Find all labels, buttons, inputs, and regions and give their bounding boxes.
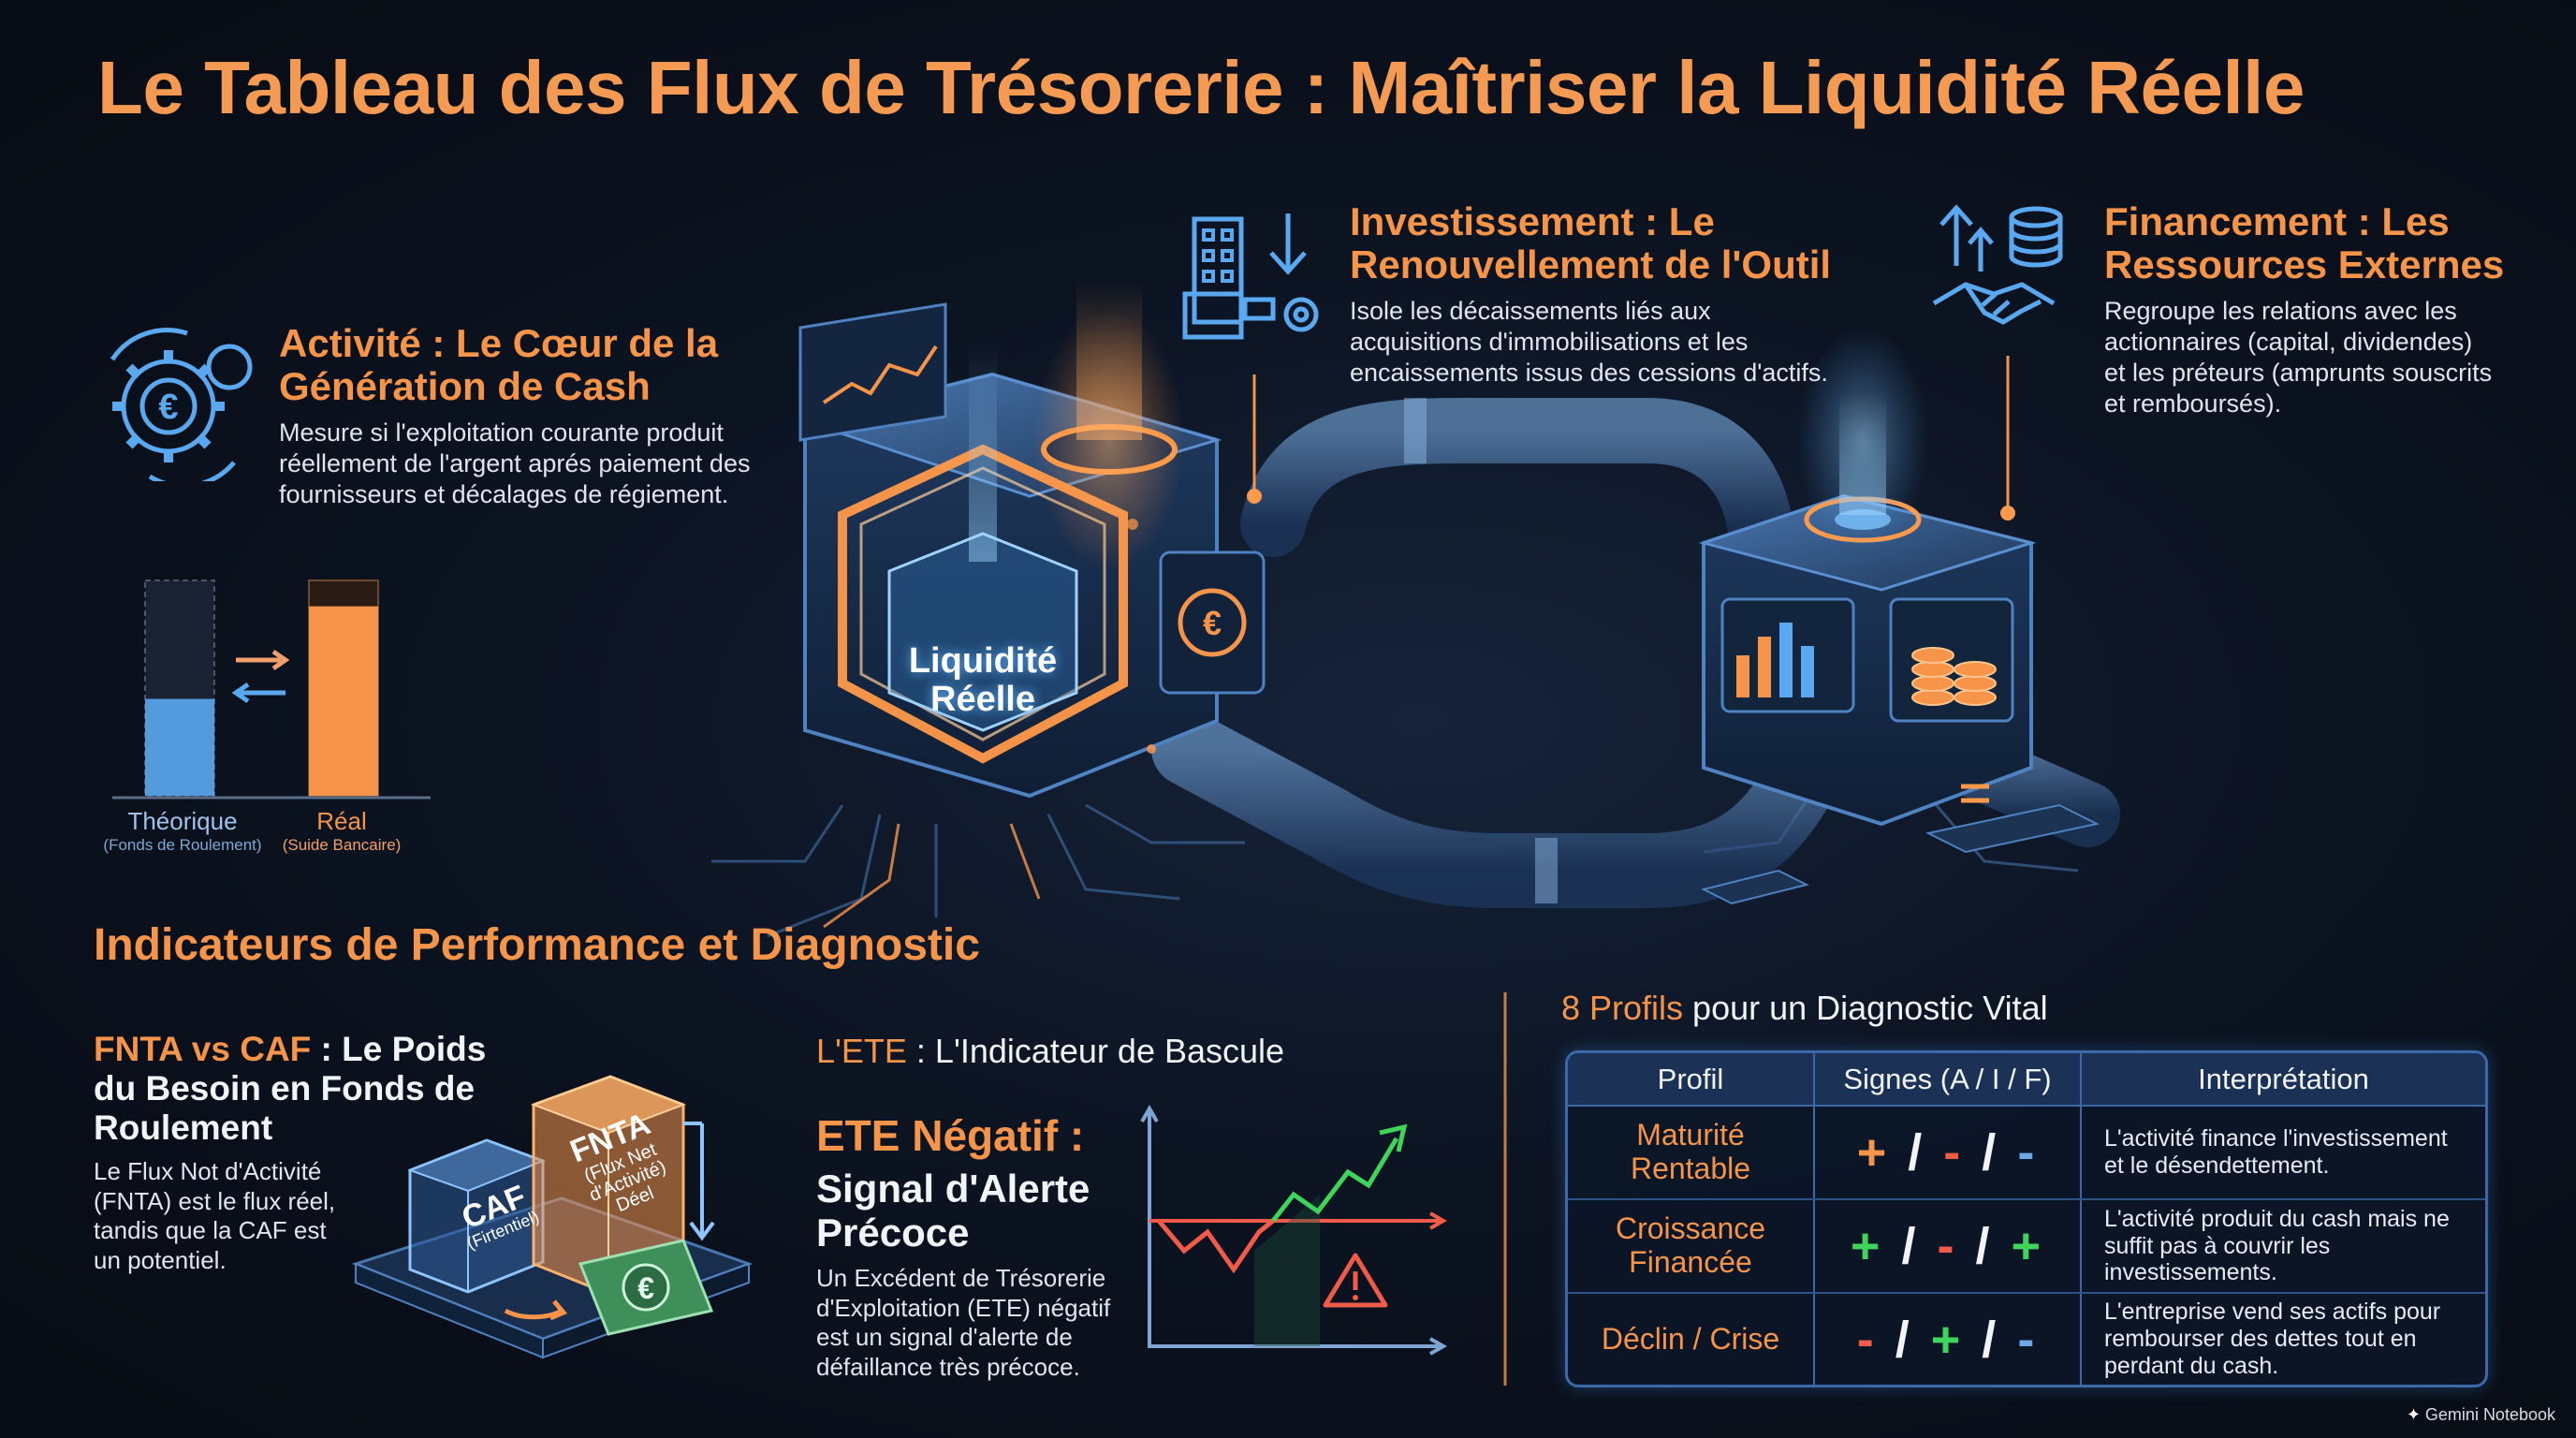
investissement-title: Investissement : Le Renouvellement de l'… (1350, 199, 1832, 287)
handshake-coins-icon (1932, 204, 2063, 325)
signs-cell: - / + / - (1814, 1293, 2082, 1385)
table-row: Déclin / Crise - / + / - L'entreprise ve… (1568, 1293, 2485, 1385)
profils-title: 8 Profils pour un Diagnostic Vital (1561, 989, 2048, 1027)
liquidity-bars-chart (112, 580, 431, 800)
svg-text:€: € (637, 1271, 654, 1305)
ete-negatif-title: ETE Négatif : (816, 1111, 1085, 1160)
svg-text:€: € (158, 388, 178, 427)
table-row: Maturité Rentable + / - / - L'activité f… (1568, 1106, 2485, 1200)
financement-title: Financement : Les Ressources Externes (2104, 199, 2505, 287)
warning-icon (1323, 1253, 1388, 1308)
profils-table: Profil Signes (A / I / F) Interprétation… (1565, 1050, 2488, 1387)
center-liquidity-label: Liquidité Réelle (908, 641, 1058, 719)
investissement-description: Isole les décaissements liés aux acquisi… (1350, 297, 1828, 387)
ete-title: L'ETE : L'Indicateur de Bascule (816, 1032, 1285, 1070)
activite-description: Mesure si l'exploitation courante produi… (279, 418, 751, 508)
svg-text:€: € (1203, 604, 1222, 642)
page-title: Le Tableau des Flux de Trésorerie : Maît… (97, 46, 2305, 129)
watermark: ✦ Gemini Notebook (2406, 1405, 2555, 1424)
header-profil: Profil (1568, 1053, 1815, 1107)
profile-cell: Maturité Rentable (1568, 1106, 1815, 1200)
fnta-caf-description: Le Flux Not d'Activité (FNTA) est le flu… (94, 1157, 336, 1275)
indicateurs-title: Indicateurs de Performance et Diagnostic (94, 920, 980, 970)
ete-signal-title: Signal d'Alerte Précoce (816, 1167, 1090, 1255)
signs-cell: + / - / + (1814, 1199, 2082, 1294)
ete-trend-chart (1140, 1104, 1448, 1356)
header-interpretation: Interprétation (2081, 1053, 2485, 1107)
interpretation-cell: L'activité finance l'investissement et l… (2081, 1106, 2485, 1200)
fnta-caf-illustration: € (351, 1075, 754, 1359)
interpretation-cell: L'activité produit du cash mais ne suffi… (2081, 1199, 2485, 1294)
gears-euro-icon: € (110, 328, 253, 481)
profile-cell: Croissance Financée (1568, 1199, 1815, 1294)
profile-cell: Déclin / Crise (1568, 1293, 1815, 1385)
table-header-row: Profil Signes (A / I / F) Interprétation (1568, 1053, 2485, 1107)
activite-title: Activité : Le Cœur de la Génération de C… (279, 321, 719, 409)
bar-reel-labels: Réal (Suide Bancaire) (282, 807, 402, 854)
table-row: Croissance Financée + / - / + L'activité… (1568, 1199, 2485, 1294)
gemini-star-icon: ✦ (2406, 1405, 2421, 1424)
bar-theorique-fill (145, 698, 214, 796)
header-signes: Signes (A / I / F) (1814, 1053, 2082, 1107)
exchange-arrows-icon (231, 649, 290, 704)
signs-cell: + / - / - (1814, 1106, 2082, 1200)
fnta-caf-title: FNTA vs CAF : Le Poids du Besoin en Fond… (94, 1030, 487, 1147)
building-arrow-gear-icon (1182, 213, 1319, 340)
bar-reel-fill (309, 606, 378, 796)
ete-description: Un Excédent de Trésorerie d'Exploitation… (816, 1264, 1111, 1382)
bar-theorique-labels: Théorique (Fonds de Roulement) (103, 807, 262, 854)
interpretation-cell: L'entreprise vend ses actifs pour rembou… (2104, 1299, 2441, 1379)
financement-description: Regroupe les relations avec les actionna… (2104, 297, 2493, 418)
